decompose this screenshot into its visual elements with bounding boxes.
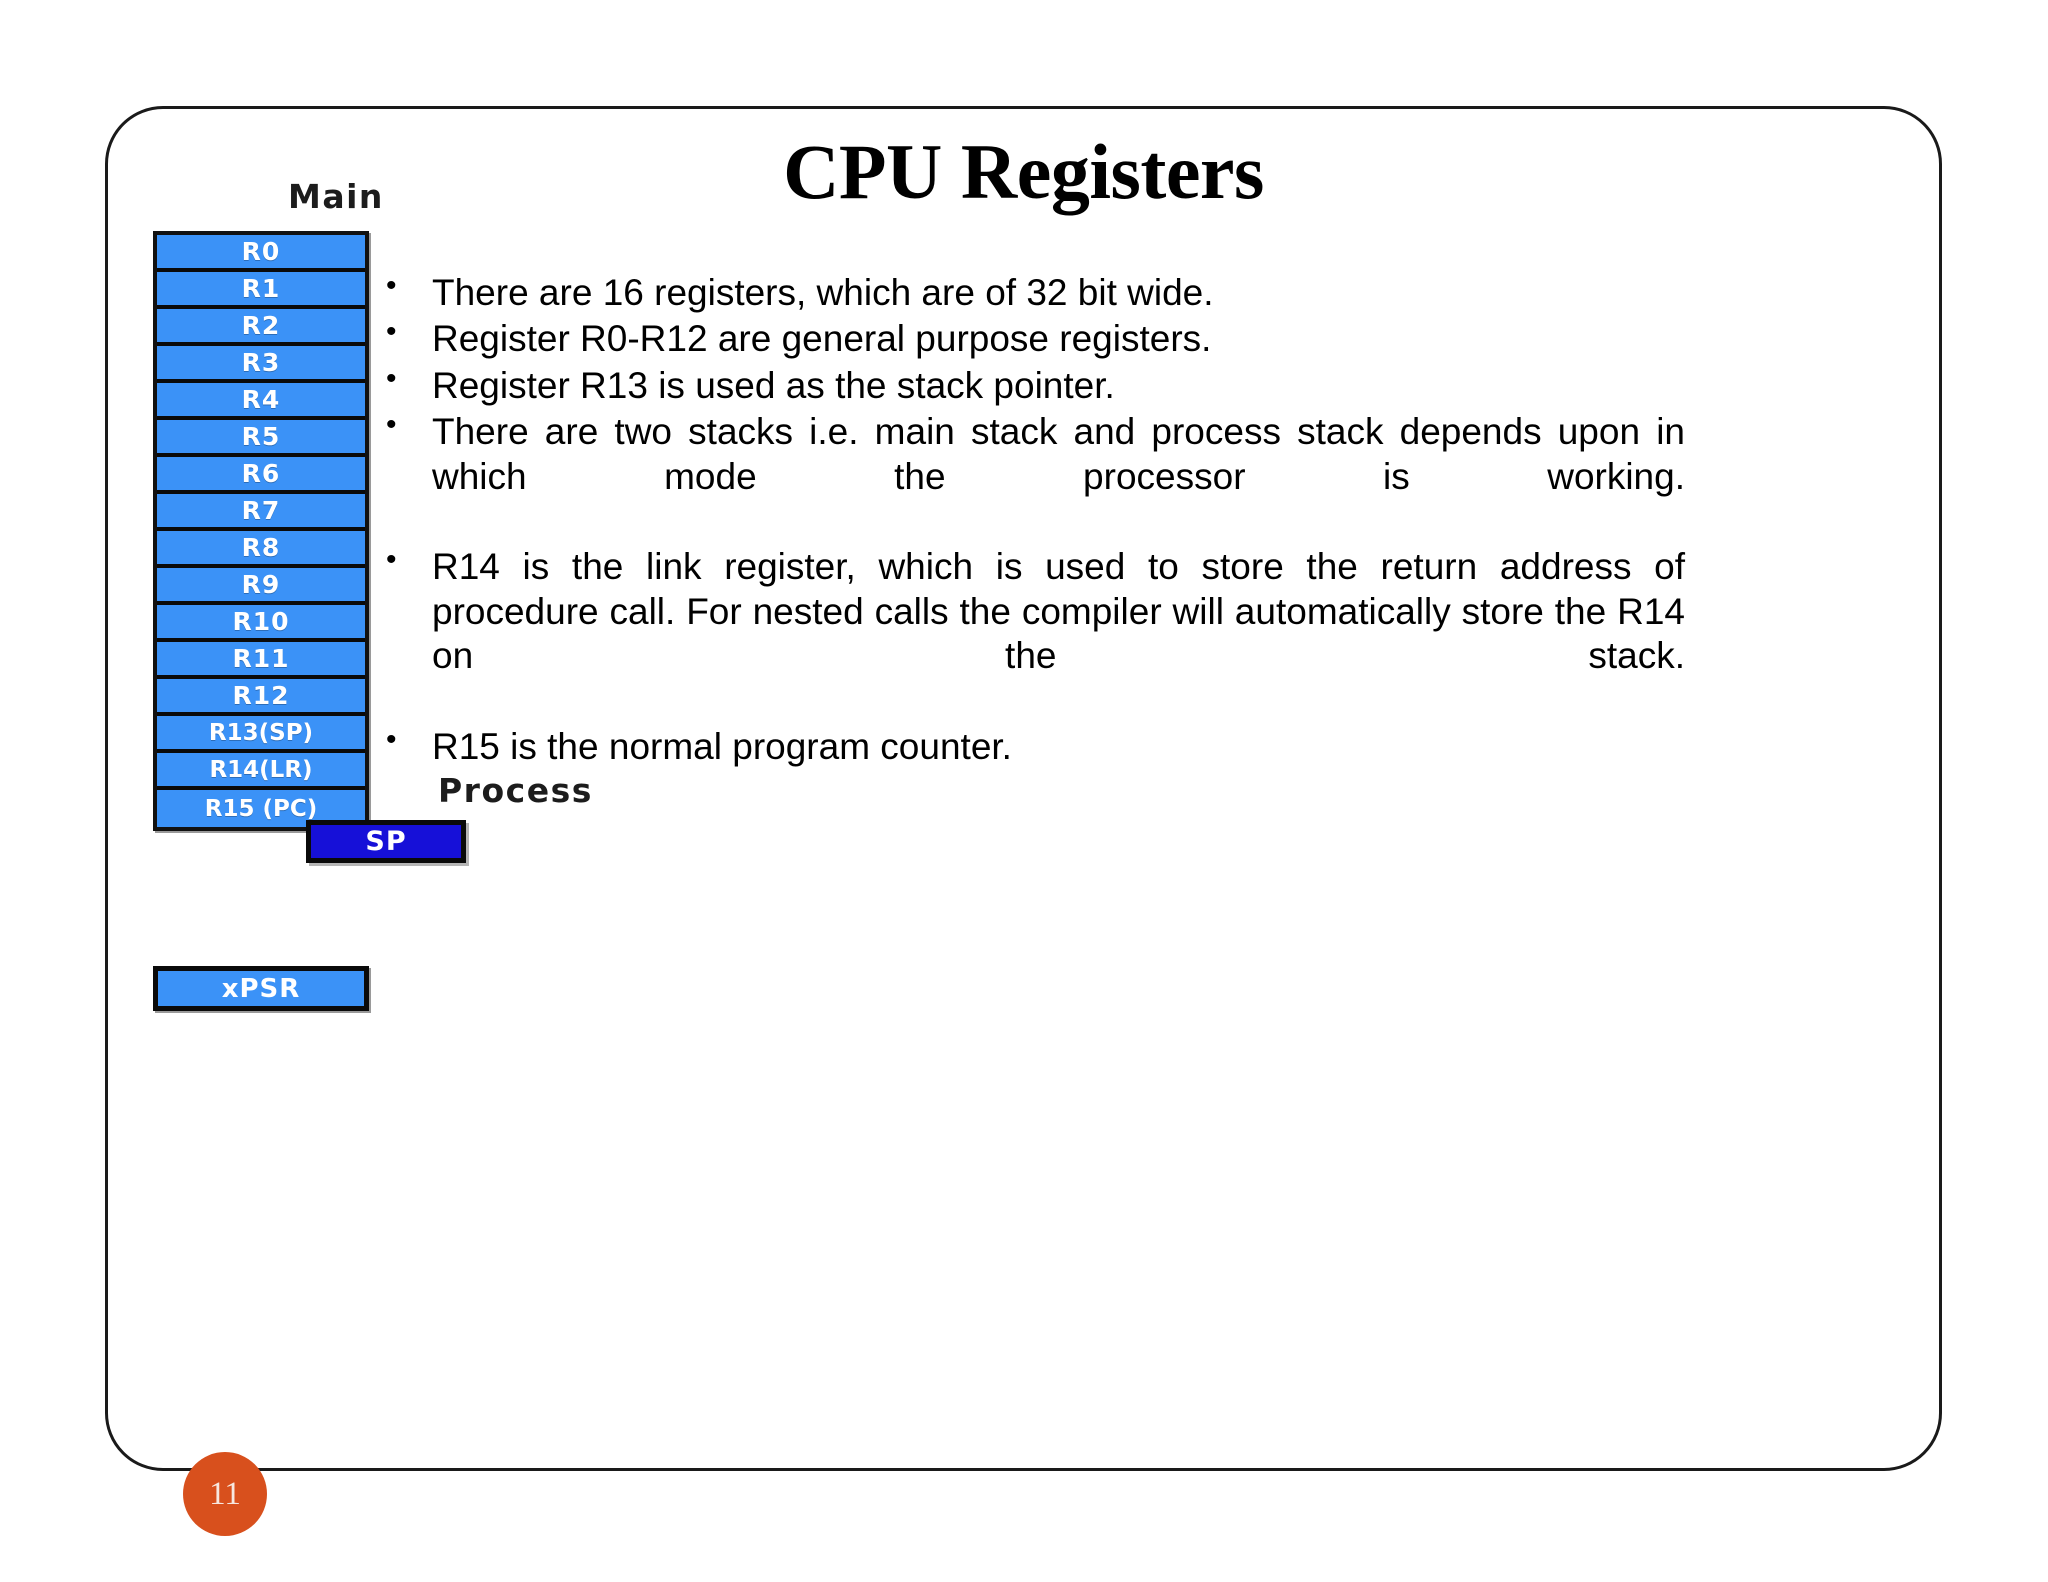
register-cell-r4[interactable]: R4 xyxy=(157,383,365,420)
list-item: There are 16 registers, which are of 32 … xyxy=(380,268,1685,315)
register-cell-r3[interactable]: R3 xyxy=(157,346,365,383)
register-cell-r14-lr[interactable]: R14(LR) xyxy=(157,753,365,790)
register-label: R14(LR) xyxy=(209,756,313,783)
xpsr-label: xPSR xyxy=(221,973,301,1004)
register-label: R5 xyxy=(241,422,281,451)
register-cell-r10[interactable]: R10 xyxy=(157,605,365,642)
list-item: Register R13 is used as the stack pointe… xyxy=(380,361,1685,408)
register-label: R6 xyxy=(241,459,281,488)
process-stack-label: Process xyxy=(438,771,593,810)
register-label: R2 xyxy=(241,311,281,340)
cpu-register-diagram: Main R0 R1 R2 R3 R4 R5 R6 R7 R8 R9 R10 R… xyxy=(108,109,668,1109)
register-cell-r1[interactable]: R1 xyxy=(157,272,365,309)
register-label: R3 xyxy=(241,348,281,377)
register-cell-r7[interactable]: R7 xyxy=(157,494,365,531)
page-number: 11 xyxy=(209,1475,241,1512)
register-label: R4 xyxy=(241,385,281,414)
register-label: R8 xyxy=(241,533,281,562)
register-label: R1 xyxy=(241,274,281,303)
register-cell-r11[interactable]: R11 xyxy=(157,642,365,679)
register-cell-r6[interactable]: R6 xyxy=(157,457,365,494)
register-cell-r13-sp[interactable]: R13(SP) xyxy=(157,716,365,753)
register-label: R7 xyxy=(241,496,281,525)
bullet-list: There are 16 registers, which are of 32 … xyxy=(380,268,1685,771)
register-cell-r8[interactable]: R8 xyxy=(157,531,365,568)
register-cell-r9[interactable]: R9 xyxy=(157,568,365,605)
list-item: R15 is the normal program counter. xyxy=(380,722,1685,769)
page-number-badge: 11 xyxy=(183,1452,267,1536)
process-sp-label: SP xyxy=(365,826,407,857)
register-cell-r12[interactable]: R12 xyxy=(157,679,365,716)
xpsr-register-box[interactable]: xPSR xyxy=(153,966,369,1011)
list-item: R14 is the link register, which is used … xyxy=(380,542,1685,723)
register-cell-r5[interactable]: R5 xyxy=(157,420,365,457)
register-label: R9 xyxy=(241,570,281,599)
register-cell-r2[interactable]: R2 xyxy=(157,309,365,346)
register-label: R0 xyxy=(241,237,281,266)
main-register-stack: R0 R1 R2 R3 R4 R5 R6 R7 R8 R9 R10 R11 R1… xyxy=(153,231,369,831)
register-label: R10 xyxy=(232,607,290,636)
register-cell-r0[interactable]: R0 xyxy=(157,235,365,272)
register-label: R11 xyxy=(232,644,290,673)
main-stack-label: Main xyxy=(288,177,384,216)
register-label: R12 xyxy=(232,681,290,710)
slide-frame: CPU Registers Main R0 R1 R2 R3 R4 R5 R6 … xyxy=(105,106,1942,1536)
list-item: Register R0-R12 are general purpose regi… xyxy=(380,314,1685,361)
list-item: There are two stacks i.e. main stack and… xyxy=(380,407,1685,543)
page-title: CPU Registers xyxy=(783,128,1264,215)
process-sp-box[interactable]: SP xyxy=(306,820,466,863)
register-label: R13(SP) xyxy=(208,719,314,746)
register-label: R15 (PC) xyxy=(204,795,318,822)
